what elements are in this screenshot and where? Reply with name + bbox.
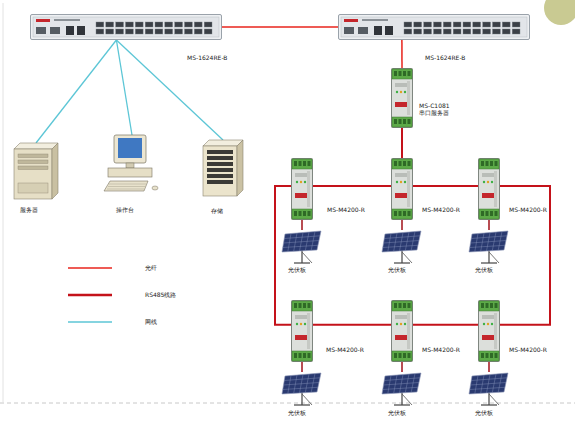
server-icon: 服务器 — [14, 143, 58, 199]
network-switch: MS-1624RE-B — [338, 14, 530, 40]
network-switch-drawing — [338, 14, 530, 40]
device-label: 光伏板 — [474, 409, 494, 416]
cable-connector — [222, 26, 338, 28]
device-label: MS-C1081 串口服务器 — [418, 102, 458, 116]
cable-connector — [413, 324, 478, 326]
io-device-drawing — [391, 68, 413, 128]
io-device-drawing — [478, 158, 500, 220]
solar-panel-drawing — [381, 372, 423, 406]
io-device: MS-M4200-R — [478, 158, 500, 220]
cable-connector — [500, 186, 550, 325]
device-label: 光伏板 — [287, 409, 307, 416]
device-label: 光伏板 — [387, 409, 407, 416]
cable-connector — [488, 220, 490, 230]
device-label: MS-M4200-R — [508, 206, 548, 213]
device-label: MS-M4200-R — [325, 346, 365, 353]
solar-panel: 光伏板 — [468, 230, 510, 264]
cable-connector — [301, 362, 303, 372]
legend-line-sample — [68, 267, 112, 269]
server-icon-drawing — [14, 143, 58, 199]
legend-text: 网线 — [145, 318, 157, 327]
io-device-drawing — [478, 300, 500, 362]
io-device: MS-C1081 串口服务器 — [391, 68, 413, 128]
cable-connector — [401, 40, 403, 68]
device-label: 存储 — [210, 207, 224, 214]
solar-panel-drawing — [468, 230, 510, 264]
device-label: MS-M4200-R — [326, 206, 366, 213]
workstation-icon-drawing — [104, 135, 160, 193]
solar-panel: 光伏板 — [381, 372, 423, 406]
device-label: MS-1624RE-B — [424, 54, 466, 61]
legend-text: 光纤 — [145, 264, 157, 273]
cable-connector — [313, 185, 391, 187]
solar-panel: 光伏板 — [381, 230, 423, 264]
io-device: MS-M4200-R — [391, 300, 413, 362]
cable-connector — [401, 128, 403, 158]
device-label: MS-1624RE-B — [186, 54, 228, 61]
solar-panel-drawing — [381, 230, 423, 264]
device-label: 服务器 — [19, 206, 39, 213]
io-device: MS-M4200-R — [478, 300, 500, 362]
device-label: MS-M4200-R — [421, 346, 461, 353]
device-label: 光伏板 — [474, 266, 494, 273]
cable-connector — [413, 185, 478, 187]
cable-connector — [36, 40, 116, 143]
io-device: MS-M4200-R — [291, 158, 313, 220]
io-device-drawing — [291, 300, 313, 362]
device-label: 光伏板 — [387, 266, 407, 273]
solar-panel: 光伏板 — [281, 372, 323, 406]
cable-connector — [401, 362, 403, 372]
cable-connector — [275, 186, 291, 325]
device-label: MS-M4200-R — [421, 206, 461, 213]
solar-panel: 光伏板 — [281, 230, 323, 264]
cable-connector — [401, 220, 403, 230]
network-switch-drawing — [30, 14, 222, 40]
storage-icon: 存储 — [203, 140, 243, 196]
frame-line — [3, 3, 4, 403]
solar-panel-drawing — [281, 230, 323, 264]
cable-connector — [116, 40, 132, 135]
corner-circle — [544, 0, 575, 25]
device-label: 光伏板 — [287, 266, 307, 273]
legend-line-sample — [68, 321, 112, 323]
io-device: MS-M4200-R — [391, 158, 413, 220]
storage-icon-drawing — [203, 140, 243, 196]
io-device: MS-M4200-R — [291, 300, 313, 362]
solar-panel-drawing — [281, 372, 323, 406]
workstation-icon: 操作台 — [104, 135, 160, 193]
legend-line-sample — [68, 294, 112, 297]
io-device-drawing — [291, 158, 313, 220]
solar-panel-drawing — [468, 372, 510, 406]
io-device-drawing — [391, 158, 413, 220]
network-switch: MS-1624RE-B — [30, 14, 222, 40]
device-label: MS-M4200-R — [508, 346, 548, 353]
cable-connector — [488, 362, 490, 372]
solar-panel: 光伏板 — [468, 372, 510, 406]
io-device-drawing — [391, 300, 413, 362]
cable-connector — [301, 220, 303, 230]
legend-text: RS485线路 — [145, 291, 176, 300]
device-label: 操作台 — [115, 206, 135, 213]
cable-connector — [313, 324, 391, 326]
